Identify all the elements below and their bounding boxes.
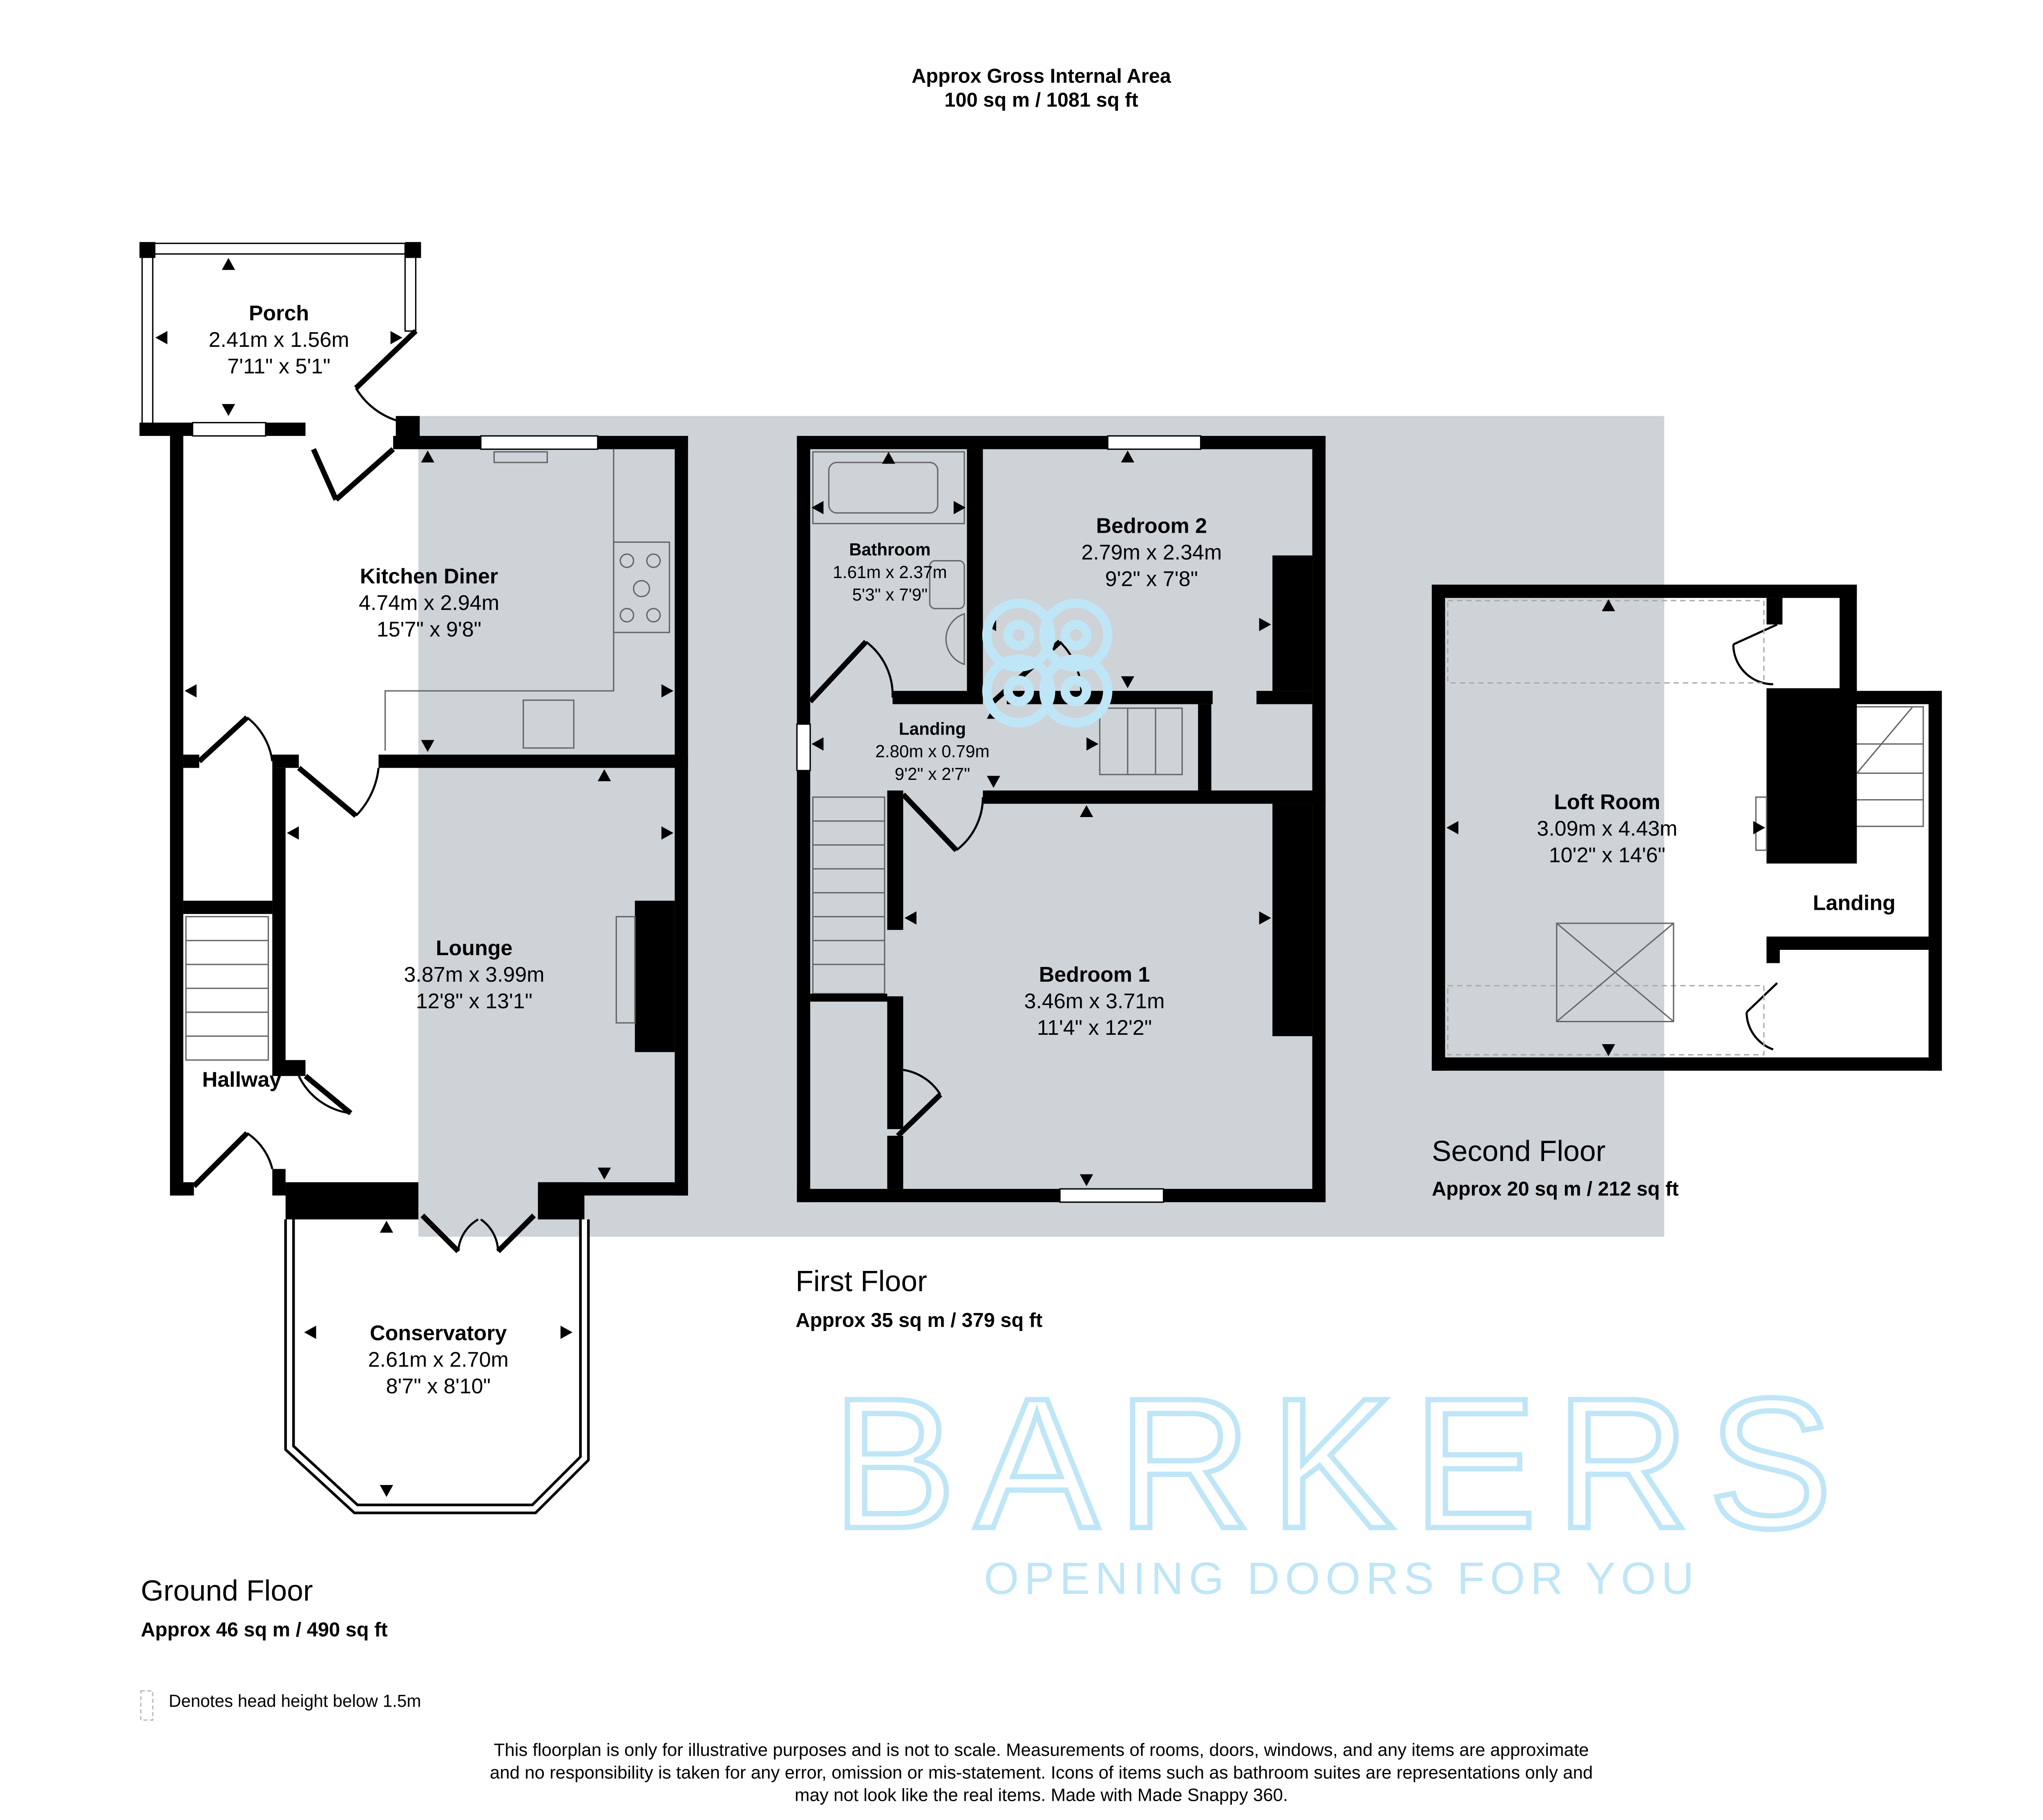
- conservatory-imperial: 8'7" x 8'10": [386, 1375, 491, 1398]
- gross-area-title: Approx Gross Internal Area: [912, 65, 1171, 87]
- legend-text: Denotes head height below 1.5m: [169, 1691, 421, 1711]
- landing1-name: Landing: [899, 719, 966, 738]
- porch-imperial: 7'11" x 5'1": [227, 355, 330, 378]
- conservatory-name: Conservatory: [370, 1322, 507, 1345]
- kitchen-name: Kitchen Diner: [360, 565, 498, 588]
- watermark-brand: BARKERS: [832, 1360, 1851, 1567]
- watermark-tagline: OPENING DOORS FOR YOU: [984, 1554, 1699, 1604]
- bedroom2-metric: 2.79m x 2.34m: [1081, 540, 1222, 564]
- first-floor-area: Approx 35 sq m / 379 sq ft: [796, 1309, 1042, 1331]
- landing1-metric: 2.80m x 0.79m: [875, 742, 989, 761]
- bedroom1-imperial: 11'4" x 12'2": [1037, 1016, 1152, 1040]
- loft-metric: 3.09m x 4.43m: [1537, 817, 1677, 840]
- lounge-name: Lounge: [436, 936, 513, 960]
- disclaimer-line-3: may not look like the real items. Made w…: [795, 1785, 1288, 1805]
- loft-name: Loft Room: [1554, 790, 1660, 814]
- ground-floor-area: Approx 46 sq m / 490 sq ft: [141, 1619, 388, 1641]
- lounge-imperial: 12'8" x 13'1": [416, 989, 532, 1013]
- landing1-imperial: 9'2" x 2'7": [895, 764, 970, 784]
- barkers-logo-icon: [982, 598, 1113, 728]
- first-floor-plan: [796, 435, 1326, 1203]
- kitchen-imperial: 15'7" x 9'8": [377, 618, 481, 641]
- porch-metric: 2.41m x 1.56m: [209, 328, 349, 352]
- barkers-watermark: BARKERS OPENING DOORS FOR YOU: [829, 598, 1851, 1604]
- head-height-legend-icon: [140, 1690, 154, 1721]
- ground-floor-title: Ground Floor: [141, 1574, 313, 1607]
- hallway-name: Hallway: [202, 1068, 282, 1092]
- bedroom1-metric: 3.46m x 3.71m: [1024, 989, 1165, 1013]
- gross-area-value: 100 sq m / 1081 sq ft: [944, 89, 1138, 111]
- conservatory-metric: 2.61m x 2.70m: [368, 1348, 509, 1372]
- room-labels: Porch 2.41m x 1.56m 7'11" x 5'1" Kitchen…: [202, 301, 1895, 1398]
- first-floor-highlight: [418, 416, 1665, 1237]
- lounge-metric: 3.87m x 3.99m: [404, 963, 545, 987]
- bathroom-metric: 1.61m x 2.37m: [833, 563, 947, 582]
- disclaimer-line-2: and no responsibility is taken for any e…: [490, 1762, 1593, 1782]
- bedroom1-name: Bedroom 1: [1039, 963, 1150, 987]
- second-floor-area: Approx 20 sq m / 212 sq ft: [1432, 1178, 1679, 1200]
- bathroom-imperial: 5'3" x 7'9": [852, 585, 928, 604]
- loft-imperial: 10'2" x 14'6": [1549, 843, 1665, 867]
- bedroom2-imperial: 9'2" x 7'8": [1105, 567, 1198, 591]
- second-floor-plan: [1432, 585, 1942, 1071]
- landing2-name: Landing: [1813, 891, 1895, 915]
- second-floor-title: Second Floor: [1432, 1135, 1605, 1168]
- bedroom2-name: Bedroom 2: [1096, 514, 1207, 538]
- first-floor-title: First Floor: [796, 1265, 927, 1297]
- bathroom-name: Bathroom: [849, 540, 931, 559]
- disclaimer-line-1: This floorplan is only for illustrative …: [494, 1740, 1589, 1760]
- ground-floor-plan: [139, 242, 688, 1514]
- kitchen-metric: 4.74m x 2.94m: [359, 591, 499, 615]
- porch-name: Porch: [249, 301, 309, 325]
